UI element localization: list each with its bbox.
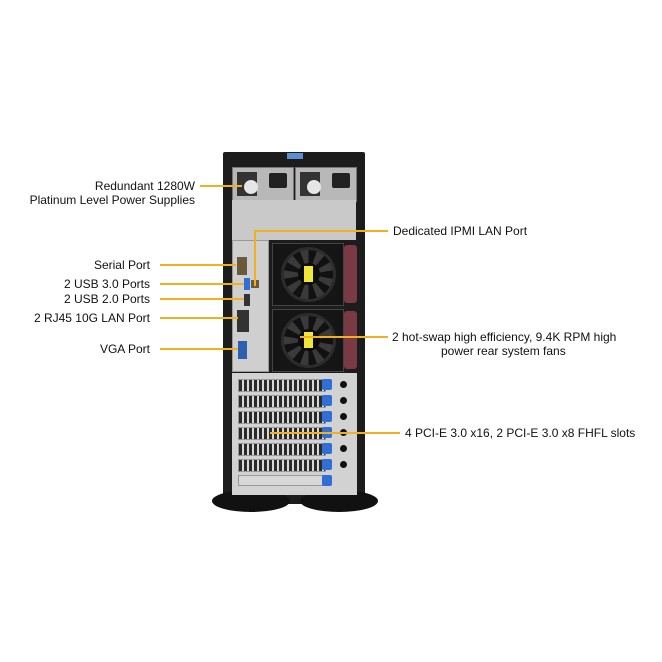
rear-plate (232, 200, 356, 240)
psu-fan-icon (237, 172, 258, 196)
chassis-badge (287, 153, 303, 159)
psu-fan-icon (300, 172, 321, 196)
system-fan-1 (272, 243, 344, 306)
fan-handle-2 (344, 311, 357, 369)
vga-port (238, 341, 247, 359)
pci-slot (238, 379, 326, 392)
label-fans-line2: power rear system fans (441, 344, 566, 358)
callout-line-ipmi-vertical (254, 230, 256, 286)
warning-sticker (304, 266, 313, 282)
label-ipmi: Dedicated IPMI LAN Port (393, 224, 528, 238)
label-rj45: 2 RJ45 10G LAN Port (33, 311, 150, 325)
label-vga: VGA Port (99, 342, 150, 356)
callout-line-ipmi (254, 230, 388, 232)
callout-line-usb2 (160, 298, 244, 300)
usb2-ports (244, 294, 250, 306)
power-supply-2 (295, 167, 357, 202)
callout-line-pci (270, 432, 400, 434)
pci-slot (238, 443, 326, 456)
callout-line-serial (160, 264, 236, 266)
warning-sticker (304, 332, 313, 348)
chassis-foot-right (300, 490, 378, 512)
pci-clip (322, 379, 332, 390)
pci-clip (322, 475, 332, 486)
label-usb3: 2 USB 3.0 Ports (63, 277, 150, 291)
pci-slot (238, 459, 326, 472)
pci-clip (322, 395, 332, 406)
power-socket-icon (269, 173, 287, 188)
io-panel (232, 240, 269, 372)
fan-handle-1 (344, 245, 357, 303)
callout-line-vga (160, 348, 238, 350)
callout-line-psu (200, 185, 242, 187)
pci-slot (238, 395, 326, 408)
label-psu-line2: Platinum Level Power Supplies (29, 193, 195, 207)
callout-line-usb3 (160, 283, 244, 285)
label-psu: Redundant 1280W (95, 179, 195, 193)
system-fan-2 (272, 309, 344, 372)
usb3-ports (244, 278, 250, 290)
power-socket-icon (332, 173, 350, 188)
callout-line-fans (300, 336, 388, 338)
pci-clip (322, 459, 332, 470)
pci-slot (238, 411, 326, 424)
pci-slot (238, 475, 326, 486)
rj45-ports (237, 310, 249, 332)
callout-line-rj45 (160, 317, 238, 319)
label-psu-line1: Redundant 1280W (94, 179, 195, 193)
pci-clip (322, 443, 332, 454)
pci-clip (322, 411, 332, 422)
pci-slot-area (232, 373, 357, 495)
chassis-foot-left (212, 490, 290, 512)
label-fans-line1: 2 hot-swap high efficiency, 9.4K RPM hig… (392, 330, 617, 344)
label-usb2: 2 USB 2.0 Ports (63, 292, 150, 306)
serial-port (237, 257, 247, 275)
label-serial: Serial Port (93, 258, 150, 272)
label-pci: 4 PCI-E 3.0 x16, 2 PCI-E 3.0 x8 FHFL slo… (405, 426, 636, 440)
